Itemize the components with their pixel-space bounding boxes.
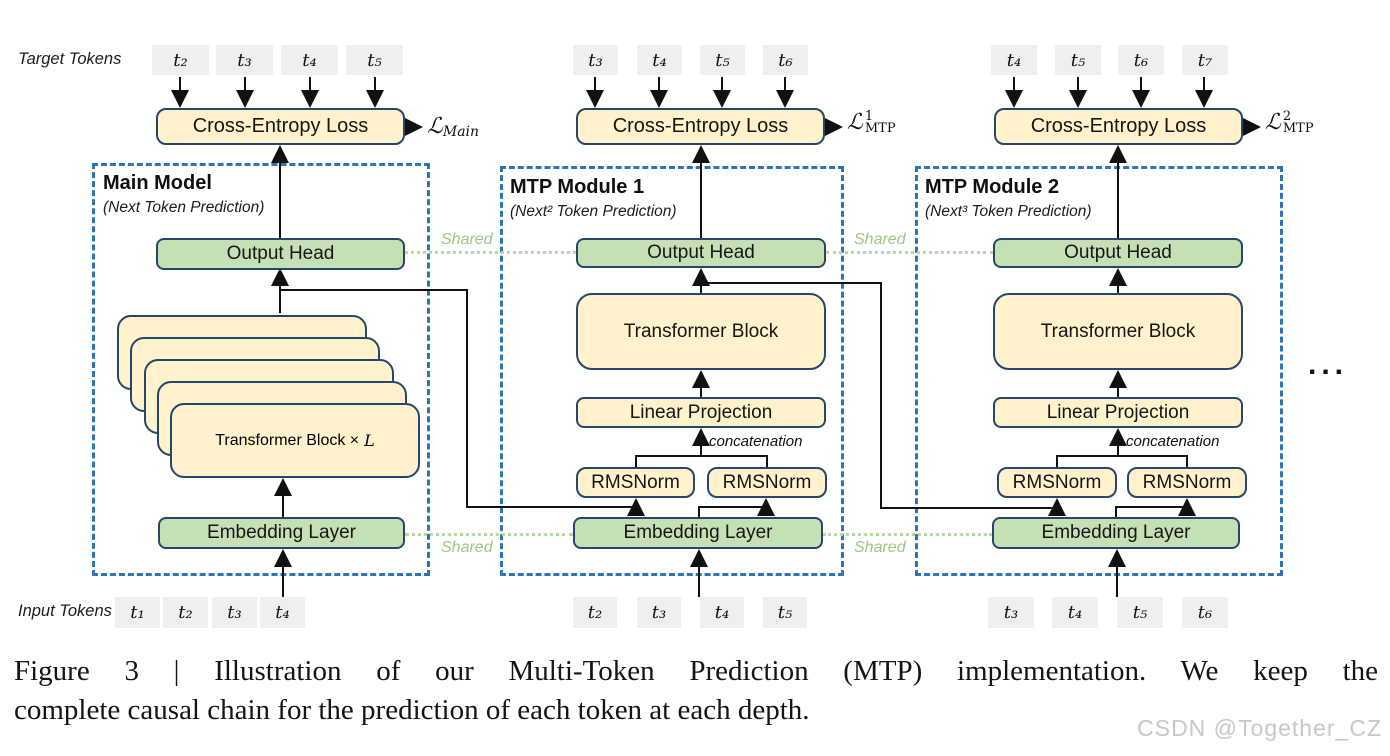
embedding-layer-box: Embedding Layer	[158, 517, 405, 549]
loss-subscript: Main	[442, 124, 480, 140]
figure-caption-line-1: Figure 3 | Illustration of our Multi-Tok…	[14, 655, 1378, 687]
shared-label: Shared	[854, 231, 906, 248]
linear-projection-box: Linear Projection	[576, 397, 826, 428]
target-token: t₄	[281, 45, 338, 75]
target-token: t₂	[152, 45, 209, 75]
cross-entropy-loss-box: Cross-Entropy Loss	[576, 108, 825, 145]
output-head-box: Output Head	[993, 238, 1243, 268]
embedding-layer-box: Embedding Layer	[992, 517, 1240, 549]
cross-entropy-loss-box: Cross-Entropy Loss	[156, 108, 405, 145]
transformer-stack-label: Transformer Block ×	[215, 431, 360, 449]
rmsnorm-left-box: RMSNorm	[997, 467, 1117, 498]
mtp-module-2-title: MTP Module 2	[925, 176, 1060, 198]
input-token: t₃	[988, 597, 1034, 628]
shared-dotted-line-embedding-1	[405, 533, 573, 536]
shared-label: Shared	[441, 231, 493, 248]
input-token: t₆	[1182, 597, 1228, 628]
loss-superscript: 1	[864, 108, 874, 124]
target-token: t₆	[1118, 45, 1164, 75]
loss-superscript: 2	[1282, 108, 1292, 124]
input-token: t₅	[1117, 597, 1163, 628]
target-token: t₆	[763, 45, 808, 75]
more-modules-ellipsis: ...	[1308, 348, 1349, 381]
input-token: t₄	[260, 597, 305, 628]
mtp-module-2-dashed-border	[915, 166, 1283, 576]
figure-caption: Figure 3 | Illustration of our Multi-Tok…	[14, 652, 1378, 730]
output-head-box: Output Head	[156, 238, 405, 270]
input-token: t₄	[700, 597, 744, 628]
rmsnorm-right-box: RMSNorm	[1127, 467, 1247, 498]
input-token: t₂	[573, 597, 617, 628]
mtp-module-1-title: MTP Module 1	[510, 176, 645, 198]
input-token: t₁	[115, 597, 160, 628]
target-token: t₄	[991, 45, 1037, 75]
cross-entropy-loss-box: Cross-Entropy Loss	[994, 108, 1243, 145]
figure-caption-line-2: complete causal chain for the prediction…	[14, 694, 810, 726]
loss-script-l: ℒ	[847, 110, 863, 135]
embedding-layer-box: Embedding Layer	[573, 517, 823, 549]
transformer-block-stack-front: Transformer Block × L	[170, 403, 420, 478]
mtp-module-2-subtitle: (Next³ Token Prediction)	[925, 203, 1092, 220]
shared-dotted-line-output-head-2	[826, 251, 993, 254]
main-model-dashed-border	[92, 163, 430, 576]
rmsnorm-right-box: RMSNorm	[707, 467, 827, 498]
loss-script-l: ℒ	[1265, 110, 1281, 135]
concatenation-label: concatenation	[709, 433, 803, 450]
input-token: t₂	[163, 597, 208, 628]
output-head-box: Output Head	[576, 238, 826, 268]
concatenation-label: concatenation	[1126, 433, 1220, 450]
mtp-module-1-subtitle: (Next² Token Prediction)	[510, 203, 677, 220]
transformer-block-box: Transformer Block	[576, 293, 826, 370]
main-model-subtitle: (Next Token Prediction)	[103, 199, 265, 216]
input-token: t₃	[637, 597, 681, 628]
mtp-module-1-dashed-border	[500, 166, 844, 576]
loss-subscript: MTP	[1282, 120, 1314, 136]
csdn-watermark: CSDN @Together_CZ	[1137, 715, 1382, 741]
transformer-stack-count-variable: L	[364, 431, 375, 450]
input-tokens-row-label: Input Tokens	[18, 602, 112, 620]
rmsnorm-left-box: RMSNorm	[576, 467, 695, 498]
loss-subscript: MTP	[864, 120, 896, 136]
shared-label: Shared	[854, 539, 906, 556]
target-tokens-row-label: Target Tokens	[18, 50, 122, 68]
target-token: t₅	[346, 45, 403, 75]
input-token: t₄	[1052, 597, 1098, 628]
target-token: t₃	[216, 45, 273, 75]
shared-label: Shared	[441, 539, 493, 556]
shared-dotted-line-output-head-1	[405, 251, 576, 254]
target-token: t₇	[1182, 45, 1228, 75]
target-token: t₄	[637, 45, 682, 75]
input-token: t₅	[763, 597, 807, 628]
target-token: t₅	[1055, 45, 1101, 75]
input-token: t₃	[212, 597, 257, 628]
transformer-block-box: Transformer Block	[993, 293, 1243, 370]
target-token: t₅	[700, 45, 745, 75]
linear-projection-box: Linear Projection	[993, 397, 1243, 428]
loss-script-l: ℒ	[427, 113, 443, 139]
main-model-title: Main Model	[103, 172, 212, 194]
target-token: t₃	[573, 45, 618, 75]
connector-lines	[171, 77, 1261, 597]
shared-dotted-line-embedding-2	[823, 533, 992, 536]
